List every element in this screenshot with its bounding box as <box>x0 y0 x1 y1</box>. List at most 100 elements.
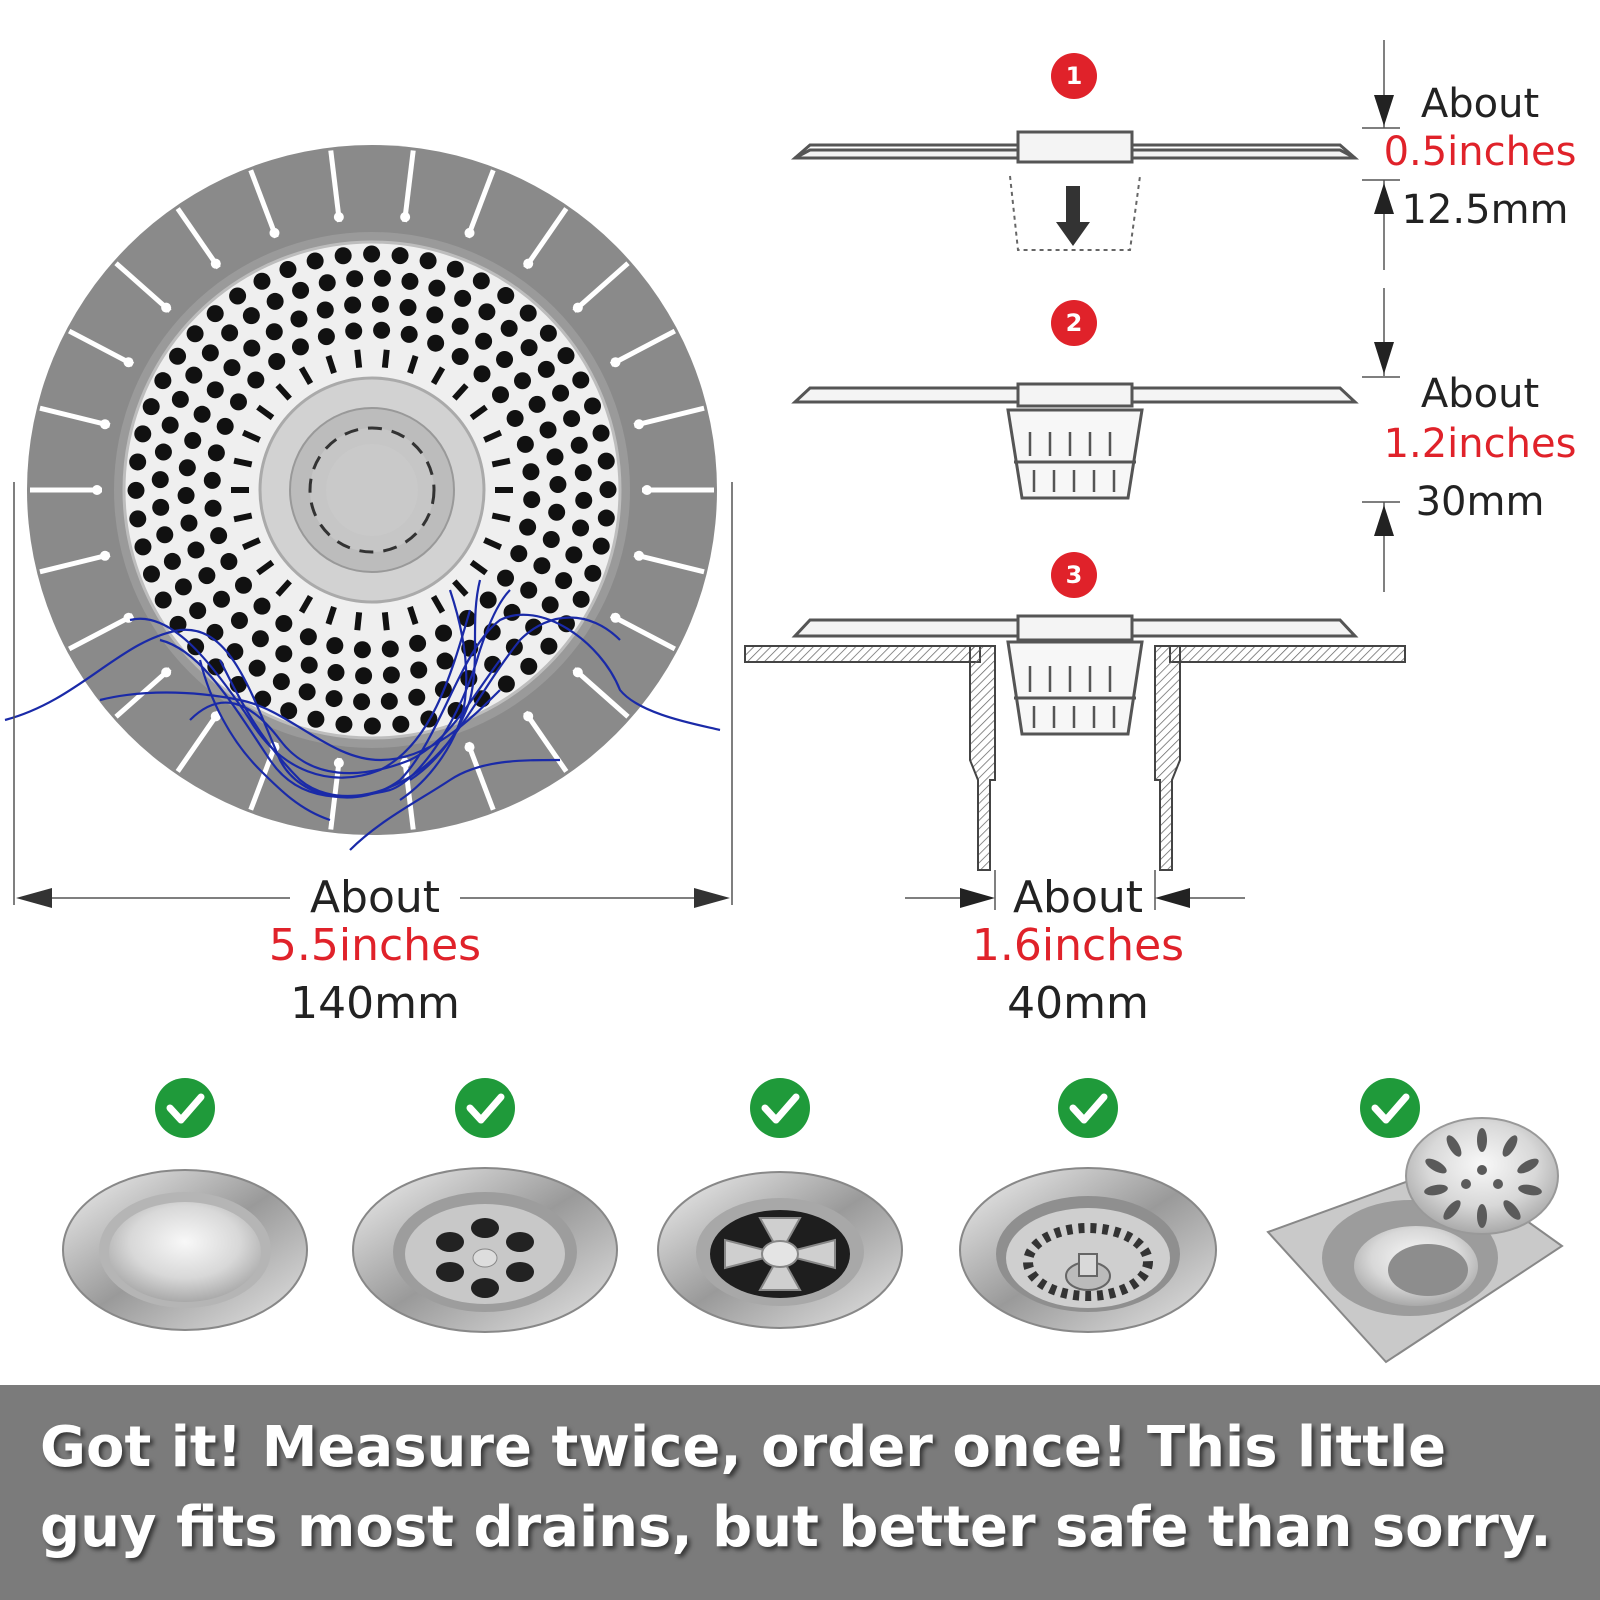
petal-slit-end <box>464 227 475 238</box>
strainer-hole <box>497 675 515 693</box>
strainer-hole <box>540 637 558 655</box>
strainer-hole <box>565 546 583 564</box>
strainer-hole <box>253 272 271 290</box>
strainer-slot <box>256 404 275 421</box>
strainer-hole <box>187 638 205 656</box>
petal-slit-end <box>572 667 583 678</box>
diameter-dimension <box>13 482 733 908</box>
petal-slit <box>633 405 705 428</box>
strainer-slot <box>275 383 292 401</box>
strainer-hole <box>134 538 152 556</box>
strainer-hole <box>353 693 371 711</box>
strainer-hole <box>497 287 515 305</box>
strainer-hole <box>382 666 400 684</box>
strainer-hole <box>290 310 308 328</box>
petal-slit <box>39 552 111 575</box>
petal-slit-end <box>464 742 475 753</box>
strainer-slot <box>241 429 261 443</box>
petal-slit <box>175 207 221 270</box>
strainer-hole <box>335 715 353 733</box>
petal-slit <box>633 552 705 575</box>
petal-slit-end <box>333 212 344 223</box>
petal-slit <box>523 710 569 773</box>
strainer-hole <box>299 628 317 646</box>
petal-slit <box>328 757 342 830</box>
strainer-hole <box>435 624 453 642</box>
strainer-hole <box>206 381 224 399</box>
strainer-hole <box>212 590 230 608</box>
strainer-slot <box>469 404 488 421</box>
strainer-slot <box>354 349 363 368</box>
side-view-collapsed <box>790 130 1360 251</box>
strainer-slot <box>407 354 419 374</box>
strainer-hole <box>500 319 518 337</box>
height-dimension-lines <box>1362 40 1400 592</box>
strainer-slot <box>495 487 513 493</box>
strainer-hole <box>216 417 234 435</box>
strainer-hole <box>151 471 169 489</box>
strainer-hole <box>187 541 205 559</box>
strainer-hole <box>201 344 219 362</box>
strainer-hole <box>584 564 602 582</box>
height-install-mm: 12.5mm <box>1401 187 1569 233</box>
strainer-hole <box>247 371 265 389</box>
strainer-hole <box>472 272 490 290</box>
strainer-hole <box>381 640 399 658</box>
check-icon <box>750 1078 810 1138</box>
strainer-hole <box>557 347 575 365</box>
petal-slit-end <box>523 711 534 722</box>
step-badge-3 <box>1051 552 1097 598</box>
strainer-hole <box>206 623 224 641</box>
strainer-hole <box>346 270 364 288</box>
strainer-hole <box>152 498 170 516</box>
petal-slit <box>465 169 496 239</box>
strainer-hole <box>154 591 172 609</box>
strainer-hole <box>519 304 537 322</box>
strainer-hole <box>275 615 293 633</box>
petal-slit <box>572 261 630 313</box>
strainer-hole <box>184 431 202 449</box>
strainer-slot <box>325 606 337 626</box>
petal-slit-end <box>610 357 621 368</box>
strainer-hole <box>408 688 426 706</box>
strainer-hole <box>229 287 247 305</box>
strainer-hole <box>316 301 334 319</box>
strainer-hole <box>210 527 228 545</box>
strainer-hole <box>570 436 588 454</box>
strainer-hole <box>410 661 428 679</box>
strainer-hole <box>254 690 272 708</box>
step-badges <box>1051 53 1097 598</box>
height-install-inches: 0.5inches <box>1383 129 1577 175</box>
strainer-hole <box>355 667 373 685</box>
strainer-slot <box>256 559 275 576</box>
petal-slit <box>465 741 496 811</box>
drain-catcher-top-view <box>4 145 721 851</box>
petal-slit <box>68 328 135 367</box>
strainer-hole <box>325 690 343 708</box>
petal-slit-end <box>634 550 645 561</box>
strainer-slot <box>325 354 337 374</box>
strainer-slot <box>452 383 469 401</box>
strainer-hole <box>206 305 224 323</box>
strainer-hole <box>597 452 615 470</box>
strainer-hole <box>533 557 551 575</box>
strainer-hole <box>171 390 189 408</box>
height-total-mm: 30mm <box>1415 479 1545 525</box>
petal-slit-end <box>123 612 134 623</box>
strainer-hole <box>539 421 557 439</box>
strainer-hole <box>557 615 575 633</box>
strainer-hole <box>275 645 293 663</box>
strainer-hole <box>473 365 491 383</box>
strainer-hole <box>344 296 362 314</box>
petal-slit-end <box>99 550 110 561</box>
strainer-hole <box>572 519 590 537</box>
strainer-hole <box>180 514 198 532</box>
strainer-hole <box>291 338 309 356</box>
strainer-hole <box>597 509 615 527</box>
drain-type-floor <box>1266 1117 1564 1364</box>
petal-slit-end <box>123 357 134 368</box>
hair-strands <box>4 579 721 851</box>
strainer-hole <box>174 578 192 596</box>
strainer-hole <box>475 332 493 350</box>
